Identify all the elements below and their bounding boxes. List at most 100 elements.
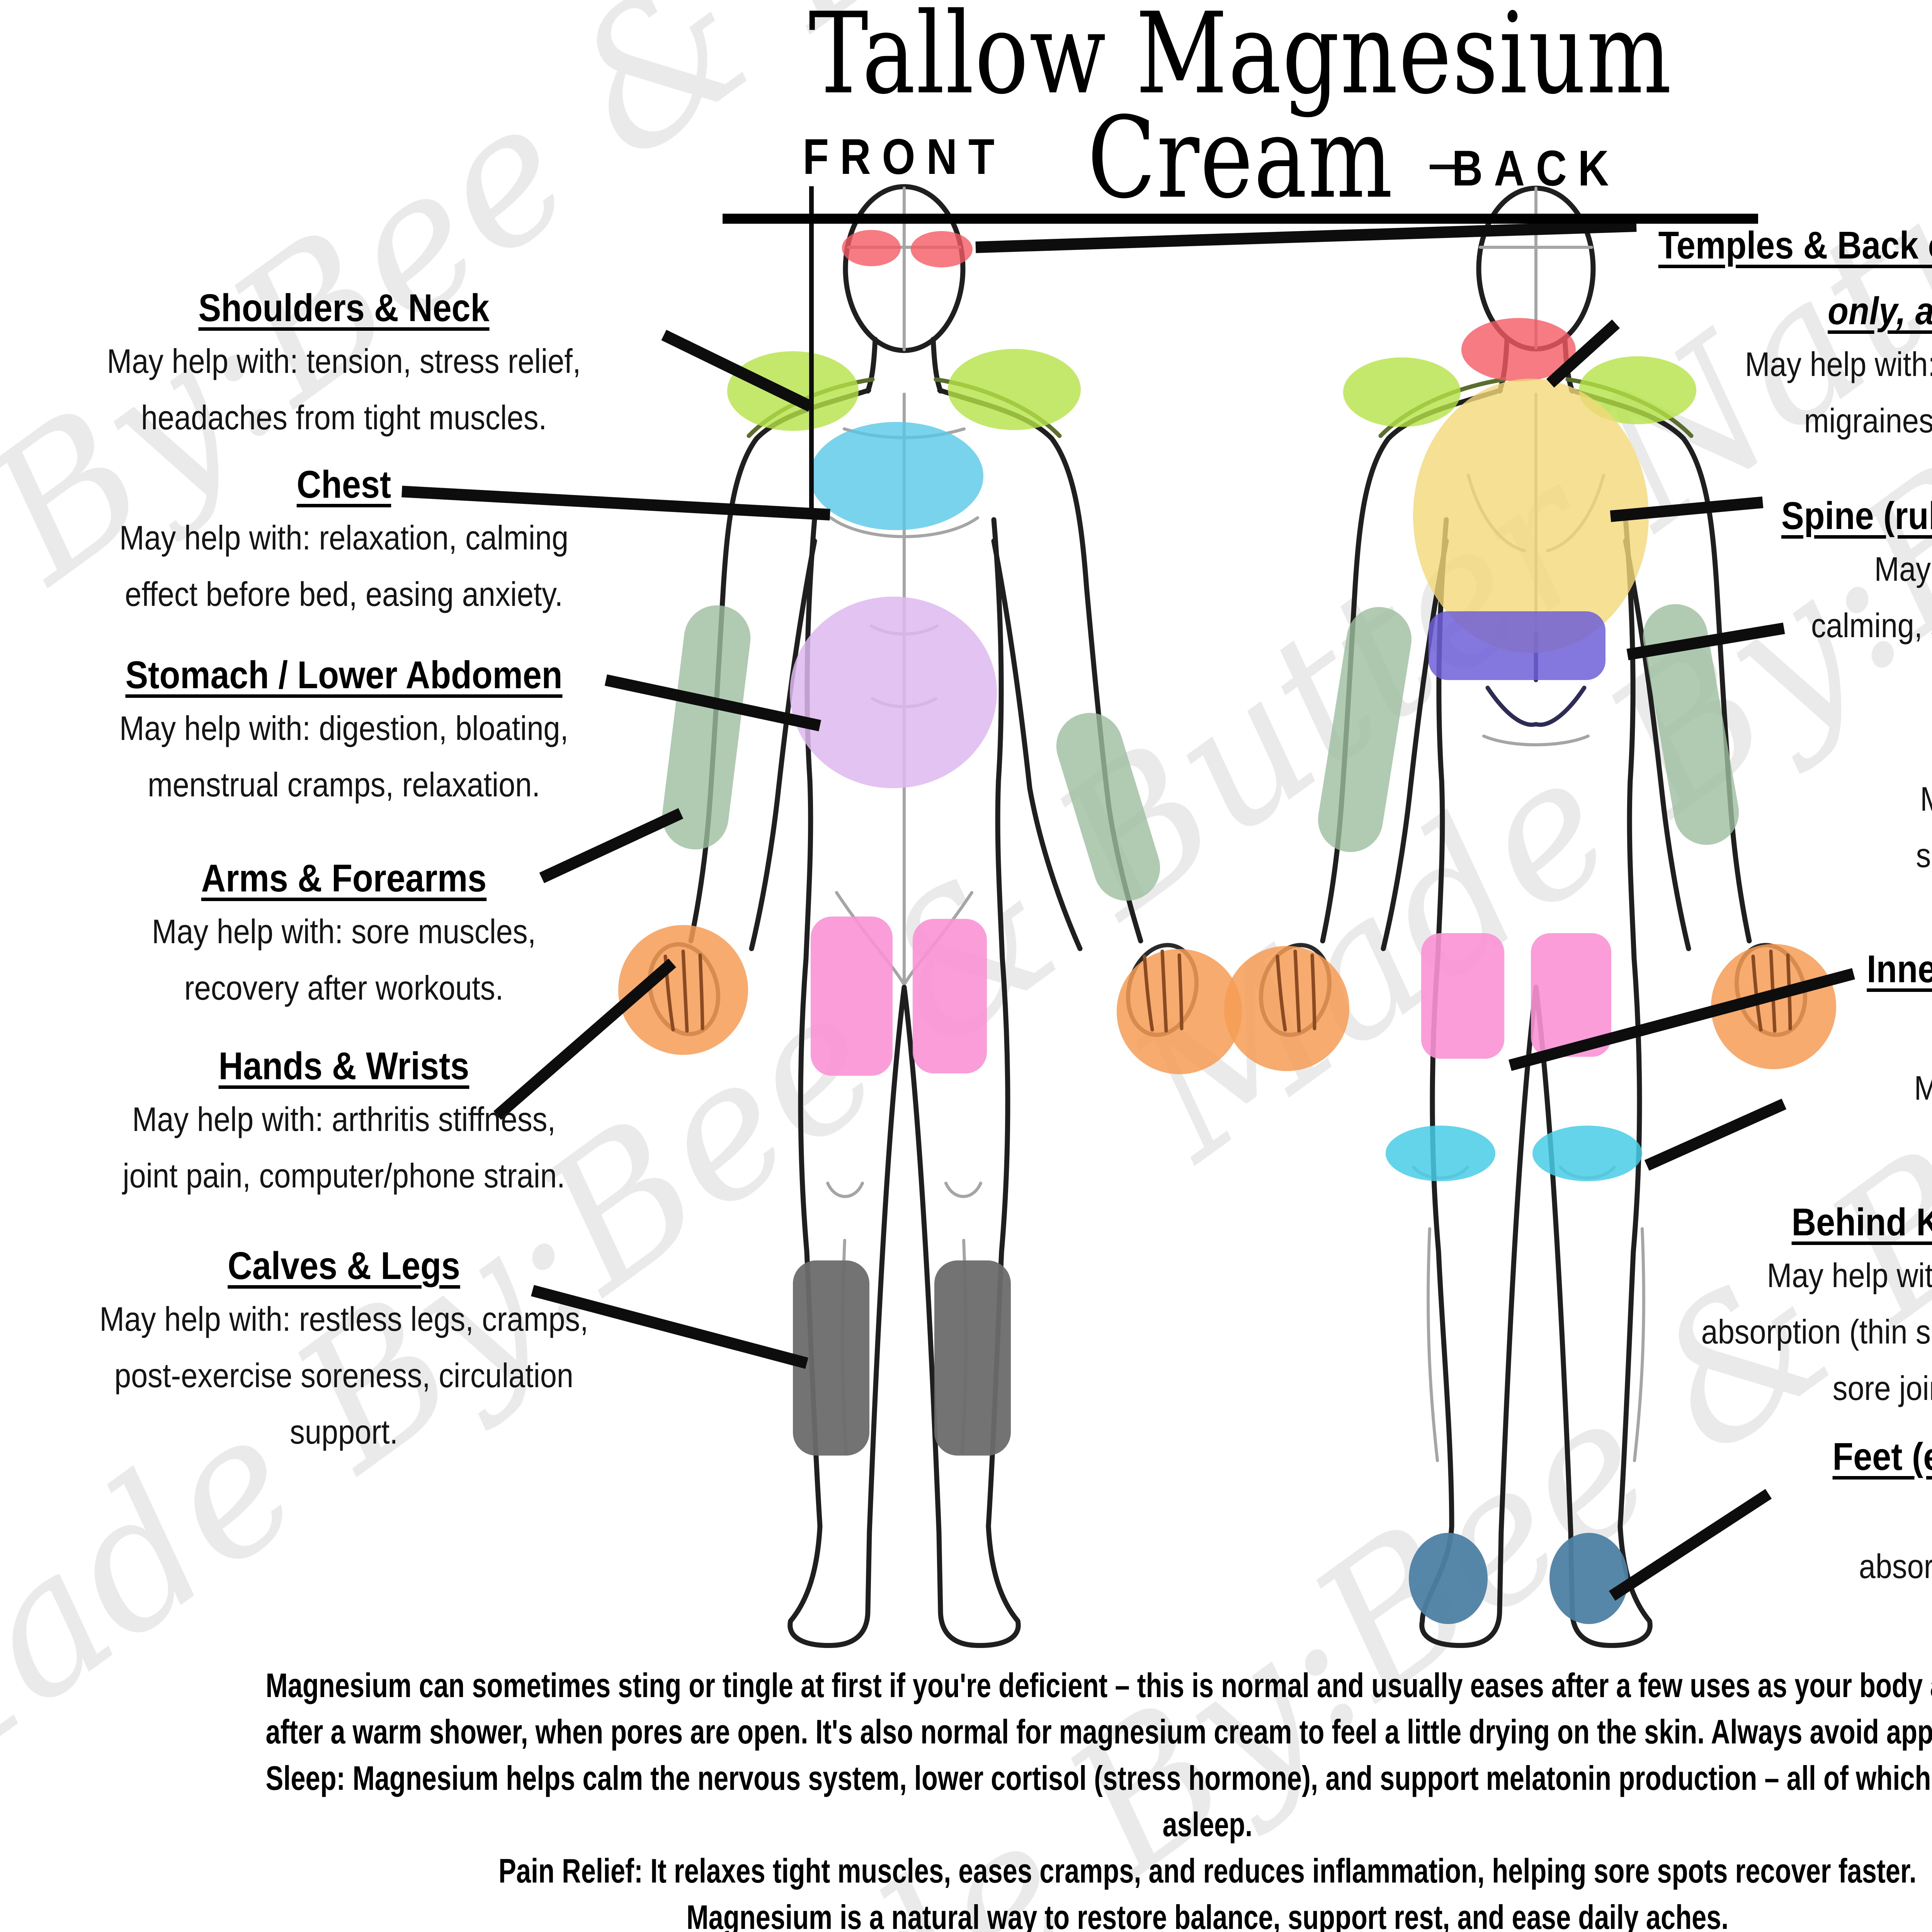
callout-heading: Chest	[296, 463, 391, 506]
callout-body-line: sore joints.	[1832, 1369, 1932, 1407]
line-calves	[531, 1285, 808, 1369]
callout-body-line: absorption for sleep &	[1849, 1116, 1932, 1173]
zone-front-shoulder-left	[727, 351, 859, 431]
zone-back-inner-thigh-left	[1421, 933, 1504, 1059]
line-behind-knees	[1644, 1099, 1787, 1171]
line-lower-back	[1626, 622, 1785, 660]
footer-line: Pain Relief: It relaxes tight muscles, e…	[498, 1852, 1917, 1890]
zone-front-calf-right	[934, 1260, 1011, 1456]
line-temples	[975, 220, 1637, 253]
callout-heading: Lower Back	[1854, 713, 1932, 779]
callout-body-line: May help with: better	[1767, 1256, 1932, 1294]
callout-heading: only, avoid eyes!).	[1828, 289, 1932, 333]
callout-body-line: May help with: faster systemic	[1849, 1060, 1932, 1116]
callout-body-line: lumbar pain.	[1854, 884, 1932, 940]
footer-line: Magnesium can sometimes sting or tingle …	[265, 1666, 1932, 1704]
footer-line: Sleep: Magnesium helps calm the nervous …	[265, 1759, 1932, 1797]
zone-front-thigh-left	[811, 917, 893, 1076]
callout-heading: Shoulders & Neck	[198, 286, 490, 330]
zone-back-knee-left	[1386, 1126, 1495, 1181]
callout-body-line: effect before bed, easing anxiety.	[125, 575, 563, 613]
zone-back-shoulder-left	[1343, 357, 1461, 427]
callout-heading: Behind Knees	[1791, 1201, 1932, 1244]
zone-back-lower-back	[1429, 611, 1605, 680]
callout-behind-knees: Behind Knees May help with: better absor…	[1633, 1189, 1932, 1417]
line-chest	[401, 486, 830, 520]
zone-back-hand-left	[1224, 946, 1349, 1071]
callout-body-line: migraines, stress release.	[1804, 401, 1932, 440]
page-title: Tallow Magnesium Cream	[723, 0, 1758, 224]
line-stomach	[604, 674, 821, 731]
callout-calves-legs: Calves & Legs May help with: restless le…	[55, 1233, 633, 1460]
callout-body-line: May help with: tension, stress relief,	[107, 342, 581, 380]
callout-heading: Stomach / Lower Abdomen	[125, 653, 563, 697]
callout-body-line: May help with: tension headaches,	[1745, 345, 1932, 383]
callout-body-line: May help with: restless legs, cramps,	[99, 1300, 588, 1338]
callout-heading: skin areas).	[1849, 1002, 1932, 1068]
zone-front-temple-right	[911, 231, 973, 267]
callout-body-line: absorption, grounding before sleep,	[1859, 1547, 1932, 1585]
callout-body-line: recovery after workouts.	[184, 969, 504, 1007]
footer-notes: Magnesium can sometimes sting or tingle …	[0, 1662, 1932, 1932]
zone-back-forearm-right	[1643, 604, 1739, 845]
callout-body-line: May help with: sore muscles,	[151, 912, 536, 951]
callout-body-line: joint pain, computer/phone strain.	[122, 1156, 565, 1195]
callout-body-line: May help with: relaxation, calming	[119, 519, 569, 557]
line-temples-back	[1546, 319, 1620, 388]
line-shoulders	[661, 330, 813, 412]
callout-heading: Temples & Back of Neck (small amount	[1658, 224, 1932, 267]
zone-back-neck	[1461, 318, 1576, 381]
callout-body-line: May help with: full-body	[1761, 1482, 1932, 1538]
footer-line: after a warm shower, when pores are open…	[265, 1713, 1932, 1751]
callout-heading: Spine (rub up and down along back).	[1781, 494, 1932, 537]
front-neck	[865, 337, 943, 394]
zone-front-abdomen	[790, 597, 997, 788]
line-hands	[493, 958, 676, 1120]
callout-hands-wrists: Hands & Wrists May help with: arthritis …	[55, 1033, 633, 1204]
callout-feet: Feet (especially soles & arches). May he…	[1761, 1424, 1932, 1651]
zone-back-shoulder-right	[1579, 356, 1696, 424]
callout-stomach: Stomach / Lower Abdomen May help with: d…	[55, 642, 633, 813]
zone-front-hand-left	[618, 925, 748, 1055]
callout-body-line: May help with: nervous system	[1874, 550, 1932, 588]
back-label: BACK	[1452, 140, 1620, 196]
zone-front-thigh-right	[913, 919, 987, 1073]
callout-body-line: calming, stress relief, sleep support, a…	[1811, 606, 1932, 645]
front-figure	[647, 184, 1199, 1648]
zone-back-sole-right	[1549, 1533, 1628, 1624]
zone-front-calf-left	[793, 1260, 869, 1456]
zone-front-chest	[810, 422, 983, 530]
line-feet	[1609, 1489, 1772, 1601]
callout-body-line: headaches from tight muscles.	[141, 398, 547, 437]
callout-heading: Inner Thighs / Inner Arms (thin	[1867, 947, 1932, 991]
zone-front-forearm-left	[662, 605, 751, 850]
callout-temples: Temples & Back of Neck (small amount onl…	[1648, 213, 1932, 449]
callout-body-line: soreness, menstrual cramps or	[1916, 836, 1932, 874]
callout-shoulders-neck: Shoulders & Neck May help with: tension,…	[55, 275, 633, 446]
zone-back-sole-left	[1409, 1533, 1488, 1624]
line-inner-thighs	[1509, 968, 1855, 1071]
footer-line: asleep.	[1162, 1805, 1253, 1844]
callout-arms-forearms: Arms & Forearms May help with: sore musc…	[55, 845, 633, 1016]
callout-chest: Chest May help with: relaxation, calming…	[55, 452, 633, 622]
callout-lines	[401, 165, 1855, 1601]
footer-line: Magnesium is a natural way to restore ba…	[686, 1898, 1729, 1932]
callout-inner-thighs: Inner Thighs / Inner Arms (thin skin are…	[1849, 936, 1932, 1229]
callout-body-line: post-exercise soreness, circulation	[114, 1356, 573, 1395]
callout-body-line: May help with: general muscle	[1854, 771, 1932, 827]
front-label: FRONT	[803, 128, 1006, 185]
callout-body-line: back pain.	[1746, 654, 1932, 710]
callout-body-line: May help with: digestion, bloating,	[119, 709, 569, 747]
line-spine	[1610, 497, 1764, 522]
zone-back-inner-thigh-right	[1531, 933, 1611, 1057]
callout-heading: Feet (especially soles & arches).	[1832, 1435, 1932, 1478]
zone-front-temple-left	[842, 230, 901, 266]
line-arms	[539, 808, 684, 883]
callout-heading: Hands & Wrists	[218, 1044, 469, 1088]
callout-body-line: May help with: arthritis stiffness,	[132, 1100, 556, 1138]
callout-body-line: support.	[290, 1413, 398, 1451]
callout-heading: Arms & Forearms	[201, 857, 487, 900]
zone-front-shoulder-right	[948, 349, 1081, 430]
